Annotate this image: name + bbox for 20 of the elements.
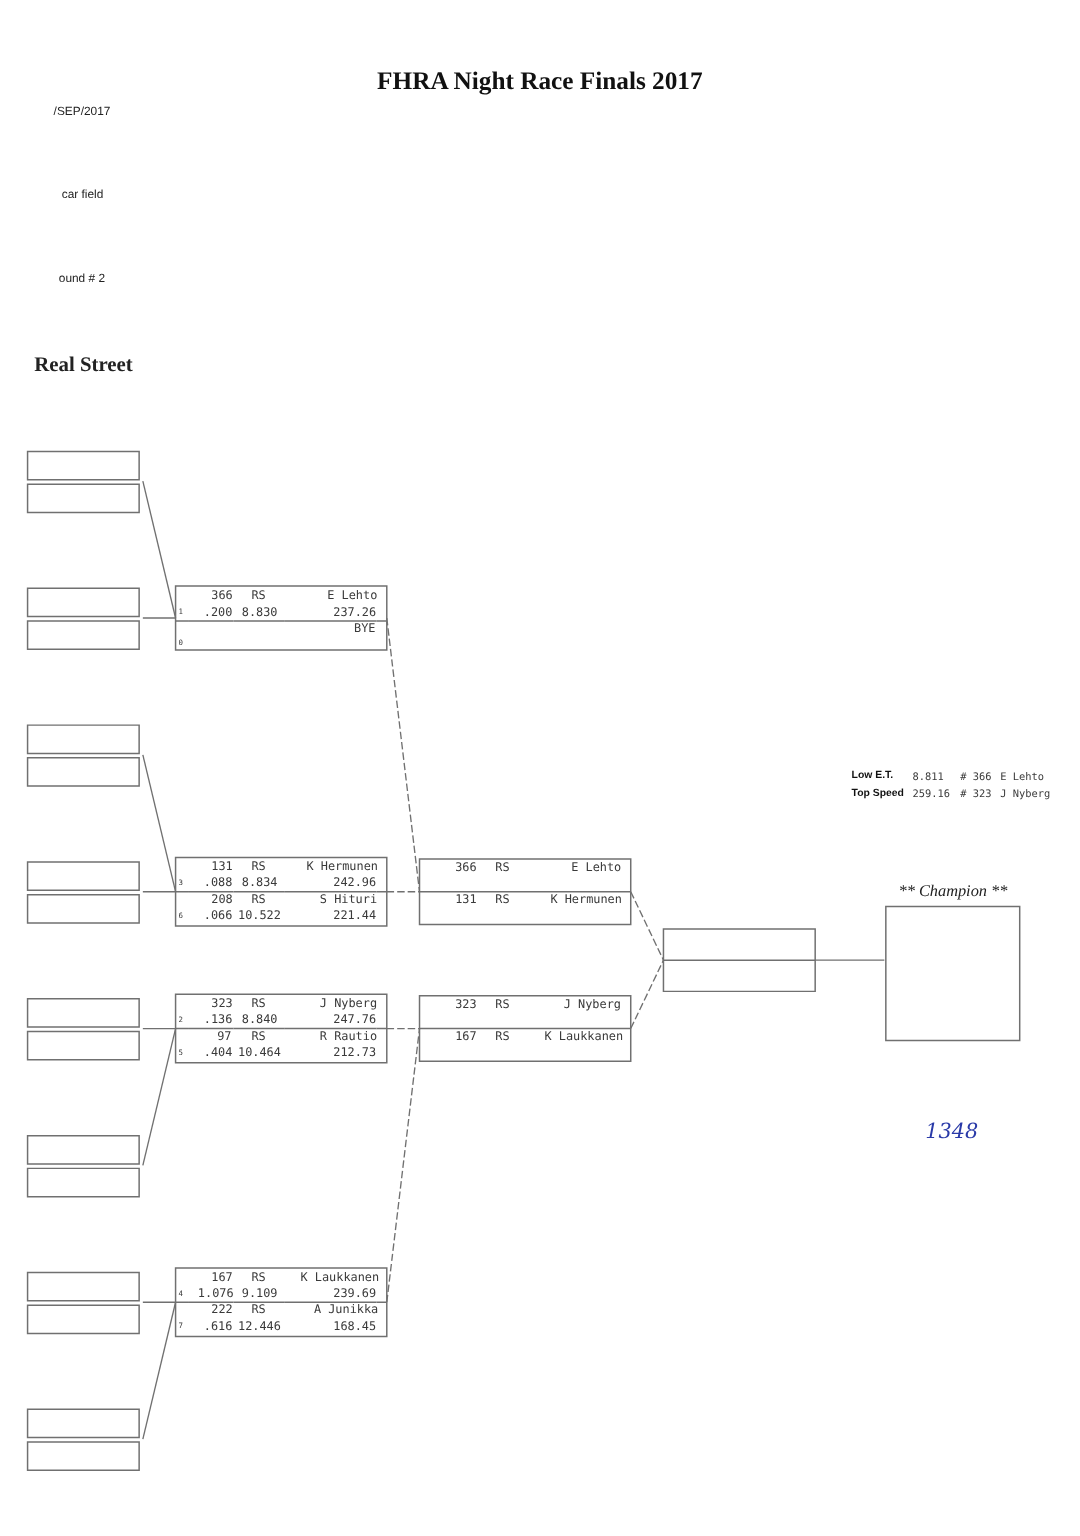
node-box xyxy=(885,904,1021,1041)
label: 1348 xyxy=(925,1119,979,1144)
node-label: ** Champion ** xyxy=(898,880,1008,899)
connector xyxy=(386,1026,421,1029)
connector xyxy=(142,1026,177,1029)
connector xyxy=(386,1026,421,1302)
connector xyxy=(142,616,177,618)
connector xyxy=(630,958,665,1029)
connector xyxy=(142,479,177,618)
connector xyxy=(630,890,665,960)
label: Real Street xyxy=(34,353,133,376)
connector xyxy=(142,890,177,892)
connector xyxy=(142,1300,177,1302)
connector xyxy=(142,1300,177,1439)
connector xyxy=(142,753,177,892)
connector xyxy=(142,1026,177,1166)
connector xyxy=(814,958,885,960)
connector xyxy=(386,616,421,892)
connector xyxy=(386,890,421,892)
diagram-title: FHRA Night Race Finals 2017 xyxy=(377,65,703,94)
